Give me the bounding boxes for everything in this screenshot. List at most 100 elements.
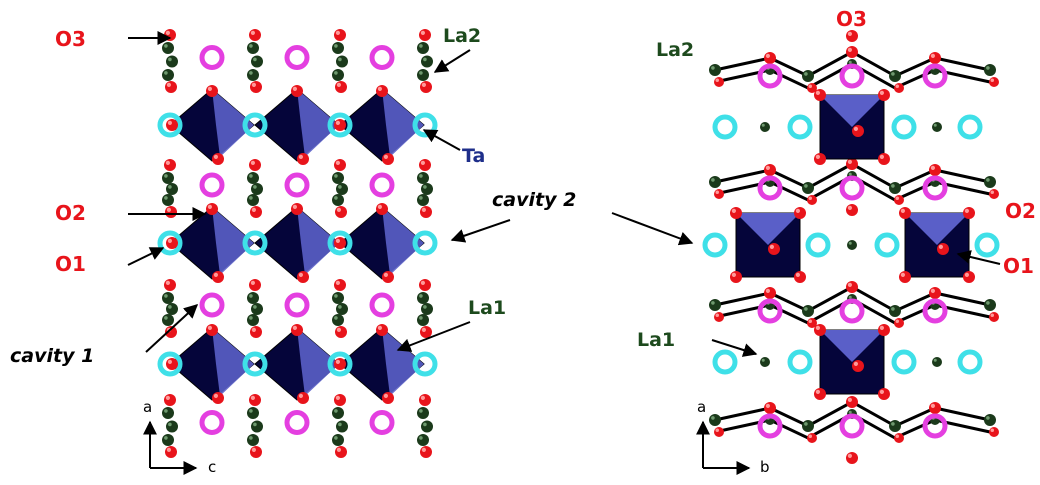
oxygen-atom-highlight <box>165 280 170 285</box>
oxygen-atom-highlight <box>879 389 885 394</box>
lanthanum-atom-highlight <box>164 71 168 75</box>
ta-octahedron-face <box>297 207 339 275</box>
oxygen-atom <box>291 85 303 97</box>
oxygen-atom <box>420 326 432 338</box>
oxygen-atom-highlight <box>336 207 341 212</box>
oxygen-atom-highlight <box>895 319 899 323</box>
lanthanum-atom <box>889 70 901 82</box>
oxygen-atom-highlight <box>166 82 171 87</box>
lanthanum-atom <box>162 314 174 326</box>
lanthanum-atom-highlight <box>338 305 342 309</box>
oxygen-atom-highlight <box>421 82 426 87</box>
oxygen-atom <box>846 204 858 216</box>
lanthanum-atom <box>417 434 429 446</box>
oxygen-atom-highlight <box>815 325 821 330</box>
right-axis-b-label: b <box>760 458 770 476</box>
lanthanum-atom-highlight <box>168 422 172 427</box>
lanthanum-atom <box>332 69 344 81</box>
oxygen-atom-highlight <box>292 325 297 330</box>
lanthanum-atom <box>247 69 259 81</box>
oxygen-atom <box>165 446 177 458</box>
oxygen-atom-highlight <box>421 327 426 332</box>
cavity2-ring <box>891 114 917 140</box>
oxygen-atom-highlight <box>335 120 340 125</box>
lanthanum-atom <box>332 314 344 326</box>
oxygen-atom-highlight <box>213 393 218 398</box>
oxygen-atom <box>730 271 742 283</box>
oxygen-atom <box>846 30 858 42</box>
oxygen-atom-highlight <box>336 447 341 452</box>
lanthanum-atom-highlight <box>933 123 937 127</box>
right-projection-panel <box>702 30 1000 464</box>
oxygen-atom <box>714 77 724 87</box>
oxygen-atom-highlight <box>847 453 853 458</box>
oxygen-atom <box>382 392 394 404</box>
lanthanum-atom-highlight <box>164 294 168 298</box>
oxygen-atom <box>250 206 262 218</box>
oxygen-atom-highlight <box>207 325 212 330</box>
label-o2-right: O2 <box>1005 199 1036 223</box>
oxygen-atom <box>249 394 261 406</box>
left-axis-a-label: a <box>143 398 152 416</box>
oxygen-atom <box>852 125 864 137</box>
lanthanum-atom <box>709 299 721 311</box>
oxygen-atom-highlight <box>900 208 906 213</box>
oxygen-atom-highlight <box>879 154 885 159</box>
oxygen-atom <box>335 81 347 93</box>
lanthanum-atom <box>162 407 174 419</box>
lanthanum-atom-highlight <box>253 422 257 427</box>
ta-octahedron-face <box>736 213 800 245</box>
oxygen-atom-highlight <box>930 165 936 170</box>
oxygen-atom-highlight <box>990 190 994 194</box>
lanthanum-atom <box>984 64 996 76</box>
oxygen-atom-highlight <box>250 160 255 165</box>
ta-octahedron-face <box>297 328 339 396</box>
oxygen-atom <box>714 189 724 199</box>
ta-octahedron-face <box>905 213 969 245</box>
oxygen-atom-highlight <box>420 280 425 285</box>
oxygen-atom <box>846 452 858 464</box>
cavity1-ring <box>369 172 395 198</box>
oxygen-atom-highlight <box>377 204 382 209</box>
oxygen-atom <box>166 237 178 249</box>
arrow-ta <box>422 129 461 151</box>
lanthanum-atom <box>332 172 344 184</box>
cavity1-ring <box>757 298 783 324</box>
lanthanum-atom <box>247 434 259 446</box>
cavity2-ring <box>157 112 183 138</box>
ta-octahedron-face <box>212 89 254 157</box>
oxygen-atom <box>814 388 826 400</box>
oxygen-atom <box>764 52 776 64</box>
lanthanum-atom-highlight <box>249 196 253 200</box>
oxygen-atom <box>714 312 724 322</box>
oxygen-atom-highlight <box>895 84 899 88</box>
lanthanum-atom-highlight <box>891 72 895 76</box>
lanthanum-atom-highlight <box>423 57 427 62</box>
oxygen-atom <box>807 195 817 205</box>
oxygen-atom-highlight <box>930 288 936 293</box>
oxygen-atom-highlight <box>847 31 853 36</box>
ta-octahedron-face <box>382 328 424 396</box>
cavity2-ring <box>957 349 983 375</box>
lanthanum-atom-highlight <box>249 316 253 320</box>
lanthanum-atom-highlight <box>168 305 172 309</box>
oxygen-atom <box>420 446 432 458</box>
lanthanum-atom <box>162 194 174 206</box>
oxygen-atom-highlight <box>420 395 425 400</box>
ta-octahedron-face <box>382 207 424 275</box>
oxygen-atom-highlight <box>765 403 771 408</box>
oxygen-atom <box>419 159 431 171</box>
lanthanum-atom <box>336 183 348 195</box>
lanthanum-atom-highlight <box>423 185 427 189</box>
arrow-la2-left <box>433 49 471 73</box>
lanthanum-atom <box>247 42 259 54</box>
lanthanum-atom-highlight <box>249 294 253 298</box>
lanthanum-atom <box>417 194 429 206</box>
oxygen-atom <box>846 158 858 170</box>
cavity1-ring <box>369 45 395 70</box>
oxygen-atom <box>334 29 346 41</box>
oxygen-atom-highlight <box>879 325 885 330</box>
lanthanum-atom <box>251 303 263 315</box>
lanthanum-atom-highlight <box>423 422 427 427</box>
